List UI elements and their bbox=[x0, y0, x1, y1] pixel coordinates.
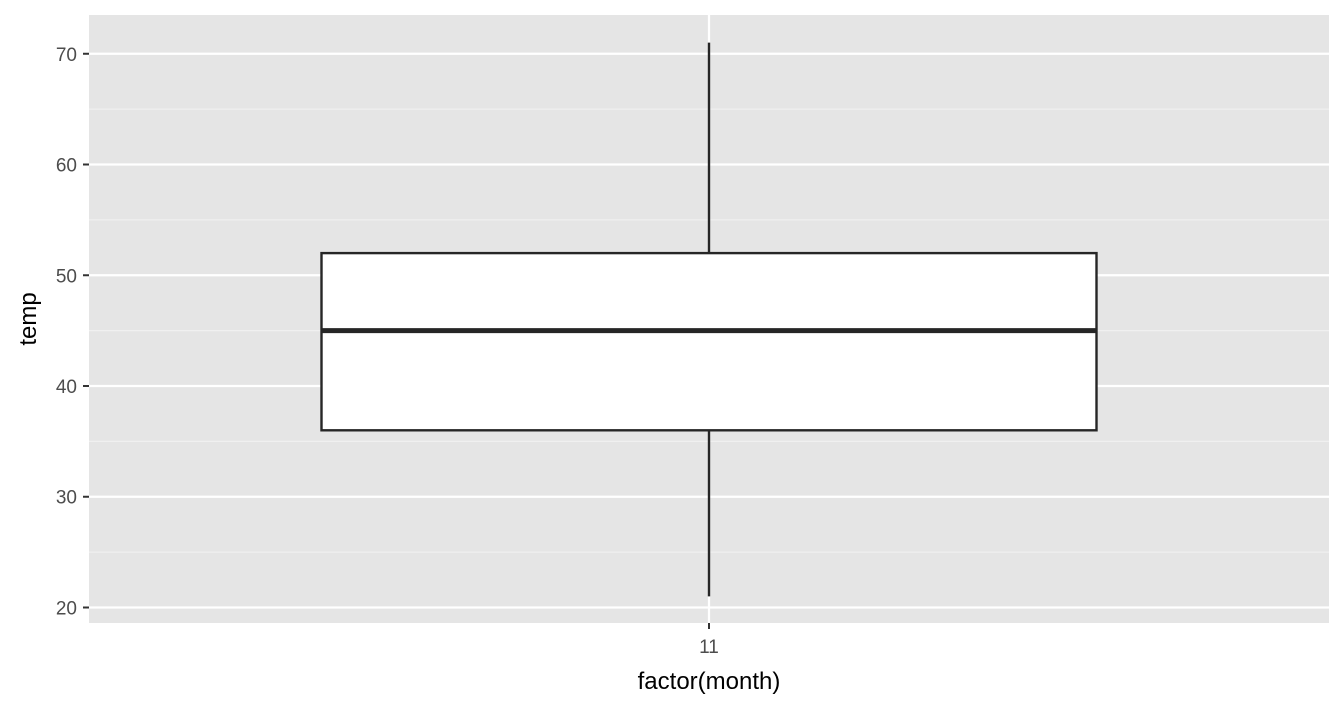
box-layer bbox=[320, 42, 1098, 597]
x-axis-title: factor(month) bbox=[638, 668, 781, 695]
y-tick-label: 20 bbox=[56, 598, 77, 619]
box-iqr bbox=[320, 251, 1098, 432]
y-tick-label: 70 bbox=[56, 45, 77, 66]
y-tick-label: 50 bbox=[56, 266, 77, 287]
x-axis-ticks: 11 bbox=[699, 623, 719, 658]
y-tick-label: 60 bbox=[56, 156, 77, 177]
y-axis-title: temp bbox=[15, 292, 42, 345]
y-axis-ticks: 20 30 40 50 60 70 bbox=[56, 45, 89, 619]
y-tick-label: 40 bbox=[56, 377, 77, 398]
y-tick-label: 30 bbox=[56, 488, 77, 509]
x-tick-label: 11 bbox=[699, 637, 719, 658]
